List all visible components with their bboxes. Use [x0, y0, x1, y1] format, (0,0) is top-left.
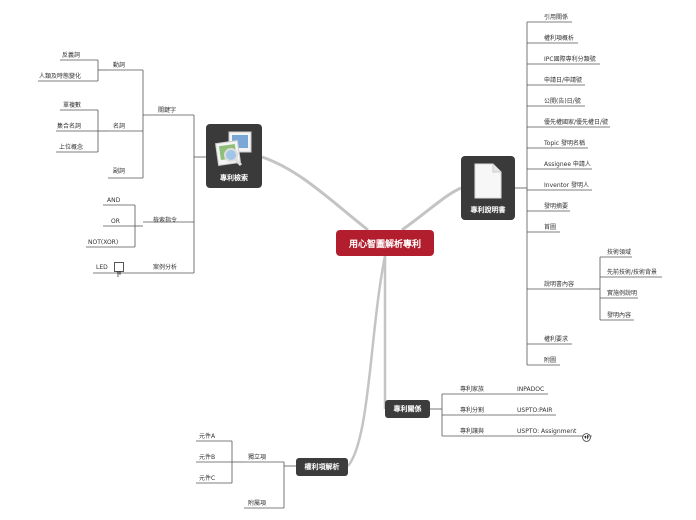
spec-item[interactable]: 發明摘要 — [544, 203, 569, 210]
description-item[interactable]: 先前技術/技術背景 — [607, 269, 658, 276]
spec-item[interactable]: 申請日/申請號 — [544, 77, 583, 84]
relation-value[interactable]: USPTO: Assignment — [517, 428, 577, 435]
spec-node[interactable]: 專利說明書 — [461, 156, 515, 220]
relation-value[interactable]: USPTO:PAIR — [517, 407, 553, 414]
document-icon — [474, 163, 502, 199]
command-item[interactable]: AND — [107, 197, 121, 204]
led-topic[interactable]: LED — [96, 264, 108, 271]
description-item[interactable]: 發明內容 — [607, 312, 632, 319]
spec-item[interactable]: 權利要求 — [544, 336, 569, 343]
noun-item[interactable]: 單複數 — [63, 102, 82, 109]
search-picture-icon — [215, 131, 252, 167]
case-analysis-topic[interactable]: 案例分析 — [153, 264, 178, 271]
element-item[interactable]: 元件B — [199, 454, 216, 461]
search-node[interactable]: 專利檢索 — [206, 124, 262, 188]
spec-item[interactable]: 優先權國家/優先權日/號 — [544, 119, 609, 126]
claims-node[interactable]: 權利項解析 — [296, 458, 348, 476]
spec-node-title: 專利說明書 — [470, 206, 506, 214]
note-icon[interactable] — [114, 262, 124, 277]
spec-item[interactable]: Inventor 發明人 — [544, 182, 590, 189]
command-item[interactable]: OR — [111, 218, 120, 225]
central-topic[interactable]: 用心智圖解析專利 — [336, 230, 434, 256]
search-node-title: 專利檢索 — [220, 174, 248, 182]
independent-claim-topic[interactable]: 獨立項 — [248, 454, 267, 461]
relation-label[interactable]: 專利讓與 — [460, 428, 485, 435]
dependent-claim-topic[interactable]: 附屬項 — [248, 500, 267, 507]
verb-item[interactable]: 人類及時態變化 — [39, 73, 82, 80]
verb-item[interactable]: 反義詞 — [62, 52, 81, 59]
element-item[interactable]: 元件C — [199, 475, 216, 482]
spec-item[interactable]: 公開(告)日/號 — [544, 98, 581, 105]
spec-item[interactable]: 說明書內容 — [544, 281, 575, 288]
spec-item[interactable]: 首圖 — [544, 224, 557, 231]
spec-item[interactable]: 附圖 — [544, 357, 557, 364]
spec-item[interactable]: 引用關係 — [544, 14, 569, 21]
noun-topic[interactable]: 名詞 — [113, 123, 126, 130]
relation-value[interactable]: INPADOC — [517, 386, 545, 393]
search-command-topic[interactable]: 檢索指令 — [153, 217, 178, 224]
keyword-topic[interactable]: 關鍵字 — [158, 107, 177, 114]
noun-item[interactable]: 上位概念 — [59, 144, 84, 151]
noun-item[interactable]: 集合名詞 — [57, 123, 82, 130]
relation-label[interactable]: 專利分割 — [460, 407, 485, 414]
relation-label[interactable]: 專利家族 — [460, 386, 485, 393]
verb-topic[interactable]: 動詞 — [113, 62, 126, 69]
adverb-topic[interactable]: 副詞 — [113, 168, 126, 175]
spec-item[interactable]: 權利項概析 — [544, 35, 575, 42]
description-item[interactable]: 實施例說明 — [607, 290, 638, 297]
element-item[interactable]: 元件A — [199, 433, 216, 440]
spec-item[interactable]: Topic 發明名稱 — [544, 140, 585, 147]
spec-item[interactable]: IPC國際專利分類號 — [544, 56, 596, 63]
command-item[interactable]: NOT(XOR) — [88, 239, 119, 246]
spec-item[interactable]: Assignee 申請人 — [544, 161, 591, 168]
description-item[interactable]: 技術領域 — [607, 249, 632, 256]
globe-icon[interactable] — [582, 427, 591, 446]
relation-node[interactable]: 專利關係 — [385, 400, 430, 418]
